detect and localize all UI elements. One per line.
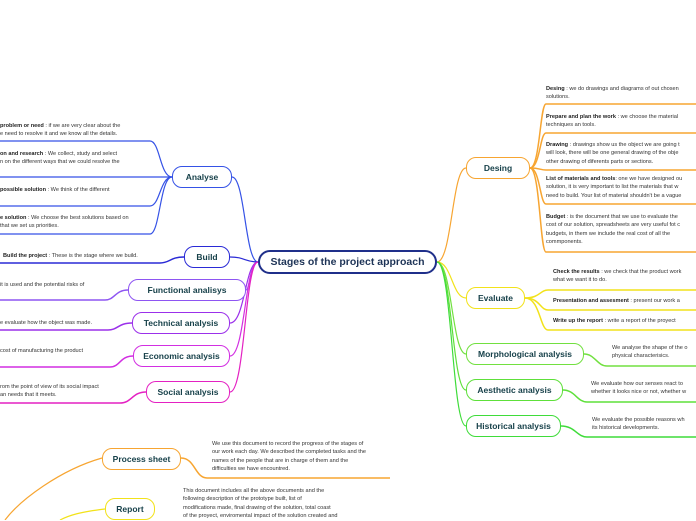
leaf-text: names of the people that are in charge o… <box>212 457 349 464</box>
leaf-text: modifications made, final drawing of the… <box>183 504 331 511</box>
leaf-text: what we want it to do. <box>553 277 607 284</box>
leaf-text: : We collect, study and select <box>43 151 118 157</box>
leaf-text: solution, it is very important to list t… <box>546 184 679 191</box>
leaf-prepare-plan: Prepare and plan the work : we choose th… <box>546 113 678 130</box>
leaf-title: possible solution <box>0 187 46 193</box>
leaf-text: an needs that it meets. <box>0 392 57 399</box>
leaf-title: on and research <box>0 151 44 157</box>
node-technical-analysis[interactable]: Technical analysis <box>132 312 230 334</box>
leaf-aesthetic: We evaluate how our senses react to wheth… <box>591 380 686 397</box>
node-aesthetic-analysis[interactable]: Aesthetic analysis <box>466 379 563 401</box>
node-evaluate[interactable]: Evaluate <box>466 287 525 309</box>
node-historical-analysis[interactable]: Historical analysis <box>466 415 561 437</box>
leaf-budget: Budget : is the document that we use to … <box>546 213 680 247</box>
leaf-text: techniques an tools. <box>546 122 596 129</box>
node-build[interactable]: Build <box>184 246 230 268</box>
leaf-text: We analyse the shape of the o <box>612 345 688 351</box>
leaf-text: need to build. Your list of material sho… <box>546 192 682 199</box>
central-topic[interactable]: Stages of the project approach <box>258 250 437 274</box>
leaf-social: rom the point of view of its social impa… <box>0 383 99 400</box>
leaf-text: We evaluate how our senses react to <box>591 381 683 387</box>
leaf-title: Prepare and plan the work <box>546 114 616 120</box>
leaf-functional: it is used and the potential risks of <box>0 282 85 288</box>
leaf-text: : write a report of the proyect <box>602 318 676 324</box>
leaf-title: Desing <box>546 86 565 92</box>
leaf-title: Drawing <box>546 142 570 148</box>
leaf-text: : is the document that we use to evaluat… <box>565 214 678 220</box>
leaf-desing: Desing : we do drawings and diagrams of … <box>546 85 679 102</box>
leaf-text: We use this document to record the progr… <box>212 441 364 447</box>
leaf-text: its historical developments. <box>592 425 660 432</box>
leaf-text: whether it looks nice or not, whether w <box>591 389 687 396</box>
leaf-materials-tools: List of materials and tools: one we have… <box>546 175 682 200</box>
leaf-technical: e evaluate how the object was made. <box>0 320 93 326</box>
leaf-text: : These is the stage where we build. <box>47 253 138 259</box>
leaf-text: : present our work a <box>628 298 680 304</box>
leaf-text: : drawings show us the object we are goi… <box>569 142 680 148</box>
leaf-title: problem or need <box>0 123 44 129</box>
leaf-title: Budget <box>546 214 566 220</box>
leaf-text: We evaluate the possible reasons wh <box>592 417 685 423</box>
node-economic-analysis[interactable]: Economic analysis <box>133 345 230 367</box>
leaf-title: Build the project <box>3 253 48 259</box>
leaf-text: our work each day. We described the comp… <box>212 449 367 456</box>
node-functional-analysis[interactable]: Functional analisys <box>128 279 246 301</box>
node-report[interactable]: Report <box>105 498 155 520</box>
leaf-text: cost of our solution, spreadsheets are v… <box>546 222 681 229</box>
node-social-analysis[interactable]: Social analysis <box>146 381 230 403</box>
leaf-text: : we check that the product work <box>599 269 682 275</box>
leaf-text: rom the point of view of its social impa… <box>0 384 99 390</box>
node-morphological-analysis[interactable]: Morphological analysis <box>466 343 584 365</box>
leaf-write-report: Write up the report : write a report of … <box>553 317 676 325</box>
leaf-presentation: Presentation and assesment : present our… <box>553 297 680 305</box>
leaf-title: Write up the report <box>553 318 603 324</box>
leaf-drawing: Drawing : drawings show us the object we… <box>546 141 680 166</box>
leaf-text: of the proyect, enviromental impact of t… <box>183 513 338 520</box>
leaf-text: This document includes all the above doc… <box>183 488 325 494</box>
leaf-title: Presentation and assesment <box>553 298 629 304</box>
leaf-text: commponents. <box>546 239 583 246</box>
leaf-possible-solution: possible solution : We think of the diff… <box>0 186 110 194</box>
node-analyse[interactable]: Analyse <box>172 166 232 188</box>
node-desing[interactable]: Desing <box>466 157 530 179</box>
leaf-process-sheet: We use this document to record the progr… <box>212 440 366 474</box>
leaf-text: : one we have designed ou <box>615 176 683 182</box>
leaf-problem-or-need: problem or need : if we are very clear a… <box>0 122 120 139</box>
leaf-text: : we choose the material <box>615 114 679 120</box>
leaf-solution: e solution : We choose the best solution… <box>0 214 129 231</box>
leaf-title: Check the results <box>553 269 600 275</box>
leaf-text: that we set us priorities. <box>0 223 59 230</box>
leaf-title: e solution <box>0 215 27 221</box>
leaf-check-results: Check the results : we check that the pr… <box>553 268 681 285</box>
leaf-report: This document includes all the above doc… <box>183 487 338 521</box>
leaf-text: : We choose the best solutions based on <box>26 215 129 221</box>
leaf-text: budgets, in them we include the real cos… <box>546 230 671 237</box>
leaf-text: following description of the prototype b… <box>183 496 302 503</box>
leaf-text: will look, there will be one general dra… <box>546 150 679 157</box>
leaf-research: on and research : We collect, study and … <box>0 150 120 167</box>
leaf-morphological: We analyse the shape of the o physical ch… <box>612 344 687 361</box>
leaf-text: solutions. <box>546 94 570 101</box>
leaf-text: other drawing of diferents parts or sect… <box>546 158 654 165</box>
leaf-economic: cost of manufacturing the product <box>0 348 84 354</box>
leaf-text: n on the different ways that we could re… <box>0 159 120 166</box>
leaf-build-project: Build the project : These is the stage w… <box>3 252 138 260</box>
leaf-text: : we do drawings and diagrams of out cho… <box>564 86 679 92</box>
leaf-text: e need to resolve it and we know all the… <box>0 131 118 138</box>
leaf-text: physical characterisics. <box>612 353 670 360</box>
leaf-historical: We evaluate the possible reasons wh its h… <box>592 416 685 433</box>
node-process-sheet[interactable]: Process sheet <box>102 448 181 470</box>
leaf-title: List of materials and tools <box>546 176 616 182</box>
leaf-text: : We think of the different <box>46 187 110 193</box>
leaf-text: difficulties we have encountred. <box>212 466 290 473</box>
leaf-text: : if we are very clear about the <box>43 123 121 129</box>
